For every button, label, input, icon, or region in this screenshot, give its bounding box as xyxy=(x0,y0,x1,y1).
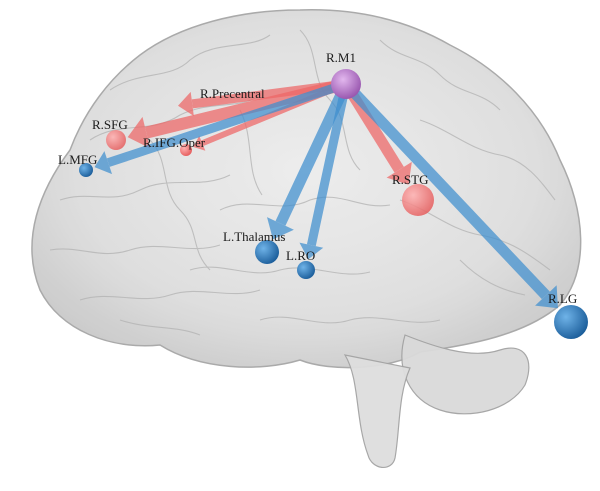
edge-m1-to-r-precentral xyxy=(177,80,341,116)
node-ifgoper xyxy=(180,144,192,156)
label-r-stg: R.STG xyxy=(392,172,428,187)
node-thalamus xyxy=(255,240,279,264)
edge-m1-to-r-stg-arrowhead xyxy=(386,161,412,185)
connection-edges xyxy=(94,79,558,309)
label-r-precentral: R.Precentral xyxy=(200,86,265,101)
edge-m1-to-l-mfg-arrowhead xyxy=(94,151,113,175)
node-ro xyxy=(297,261,315,279)
edge-m1-to-r-lg-shaft xyxy=(346,84,550,300)
edge-m1-to-l-ro xyxy=(299,88,350,260)
label-l-thalamus: L.Thalamus xyxy=(223,229,285,244)
node-lg xyxy=(554,305,588,339)
edge-m1-to-l-thalamus-arrowhead xyxy=(267,217,294,240)
cerebrum-shape xyxy=(31,9,582,369)
label-l-ro: L.RO xyxy=(286,248,315,263)
label-r-sfg: R.SFG xyxy=(92,117,128,132)
label-r-lg: R.LG xyxy=(548,291,577,306)
node-stg xyxy=(402,184,434,216)
node-mfg xyxy=(79,163,93,177)
edge-m1-to-r-sfg-arrowhead xyxy=(127,116,151,149)
label-r-m1: R.M1 xyxy=(326,50,356,65)
gyri-folds xyxy=(49,29,556,336)
cerebellum-shape xyxy=(401,334,530,415)
brain-silhouette xyxy=(31,9,582,468)
edge-m1-to-l-thalamus-shaft xyxy=(275,87,349,226)
edge-m1-to-r-ifg-oper-arrowhead xyxy=(193,135,206,151)
edge-m1-to-l-thalamus xyxy=(267,87,349,240)
label-r-ifg-oper: R.IFG.Oper xyxy=(143,135,206,150)
edge-m1-to-l-ro-arrowhead xyxy=(299,242,324,260)
edge-m1-to-l-mfg xyxy=(94,81,342,175)
label-l-mfg: L.MFG xyxy=(58,152,97,167)
brainstem-shape xyxy=(343,354,411,468)
edge-m1-to-r-lg xyxy=(346,84,558,309)
edge-m1-to-l-ro-shaft xyxy=(306,88,350,247)
region-nodes xyxy=(79,69,588,339)
node-m1 xyxy=(331,69,361,99)
node-sfg xyxy=(106,130,126,150)
edge-m1-to-r-lg-arrowhead xyxy=(535,285,558,309)
edge-m1-to-r-precentral-arrowhead xyxy=(177,91,194,116)
edge-m1-to-r-precentral-shaft xyxy=(191,80,341,109)
edge-m1-to-l-mfg-shaft xyxy=(106,81,342,167)
region-labels: R.M1 R.Precentral R.SFG R.IFG.Oper L.MFG… xyxy=(58,50,577,306)
